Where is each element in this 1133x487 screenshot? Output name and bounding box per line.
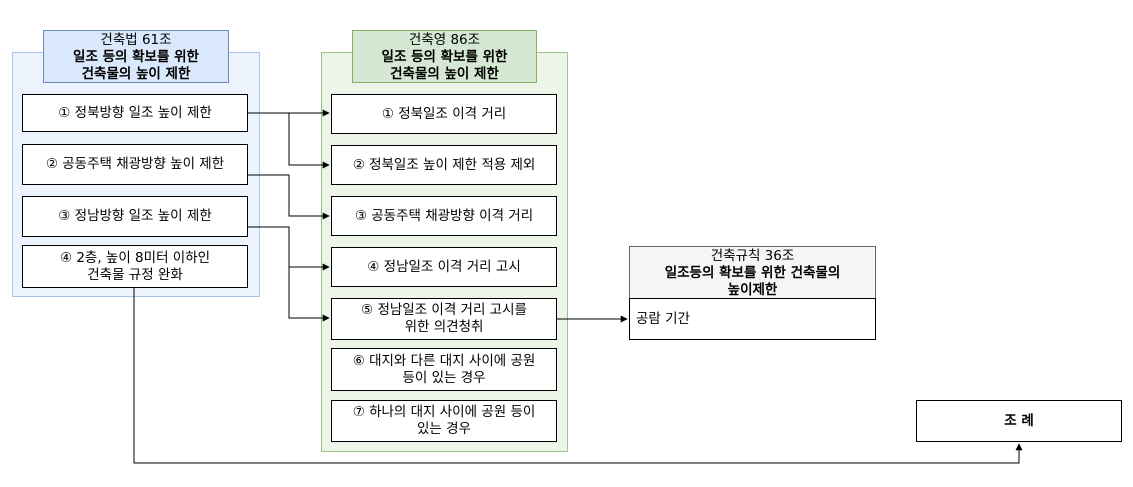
decree-item-2: ② 정북일조 높이 제한 적용 제외 [331, 145, 557, 185]
law-item-2: ② 공동주택 채광방향 높이 제한 [22, 144, 248, 185]
arrow-law4-to-ordinance [133, 288, 1023, 464]
law-item-4: ④ 2층, 높이 8미터 이하인 건축물 규정 완화 [22, 245, 248, 288]
decree-item-7: ⑦ 하나의 대지 사이에 공원 등이 있는 경우 [331, 400, 557, 442]
rule-title: 건축규칙 36조 [710, 248, 795, 264]
decree-title: 건축영 86조 [408, 32, 481, 48]
decree-subtitle-line2: 건축물의 높이 제한 [390, 66, 499, 82]
law-item-3: ③ 정남방향 일조 높이 제한 [22, 196, 248, 237]
law-header: 건축법 61조 일조 등의 확보를 위한 건축물의 높이 제한 [43, 30, 229, 83]
arrow-law2-to-decree3 [248, 174, 330, 220]
decree-item-3: ③ 공동주택 채광방향 이격 거리 [331, 196, 557, 236]
law-subtitle-line1: 일조 등의 확보를 위한 [73, 49, 199, 65]
arrow-law3-to-decree4 [248, 226, 330, 271]
rule-content: 공람 기간 [629, 298, 876, 340]
decree-item-1: ① 정북일조 이격 거리 [331, 94, 557, 134]
rule-header: 건축규칙 36조 일조등의 확보를 위한 건축물의 높이제한 [629, 246, 876, 299]
decree-header: 건축영 86조 일조 등의 확보를 위한 건축물의 높이 제한 [352, 30, 537, 83]
law-title: 건축법 61조 [100, 32, 172, 48]
decree-item-6: ⑥ 대지와 다른 대지 사이에 공원 등이 있는 경우 [331, 348, 557, 391]
decree-item-5: ⑤ 정남일조 이격 거리 고시를 위한 의견청취 [331, 298, 557, 340]
law-item-1: ① 정북방향 일조 높이 제한 [22, 94, 248, 132]
decree-item-4: ④ 정남일조 이격 거리 고시 [331, 247, 557, 287]
rule-subtitle-line1: 일조등의 확보를 위한 건축물의 [664, 265, 841, 281]
rule-subtitle-line2: 높이제한 [727, 282, 778, 298]
decree-subtitle-line1: 일조 등의 확보를 위한 [381, 49, 508, 65]
ordinance-box: 조 례 [916, 400, 1122, 442]
law-subtitle-line2: 건축물의 높이 제한 [81, 66, 191, 82]
